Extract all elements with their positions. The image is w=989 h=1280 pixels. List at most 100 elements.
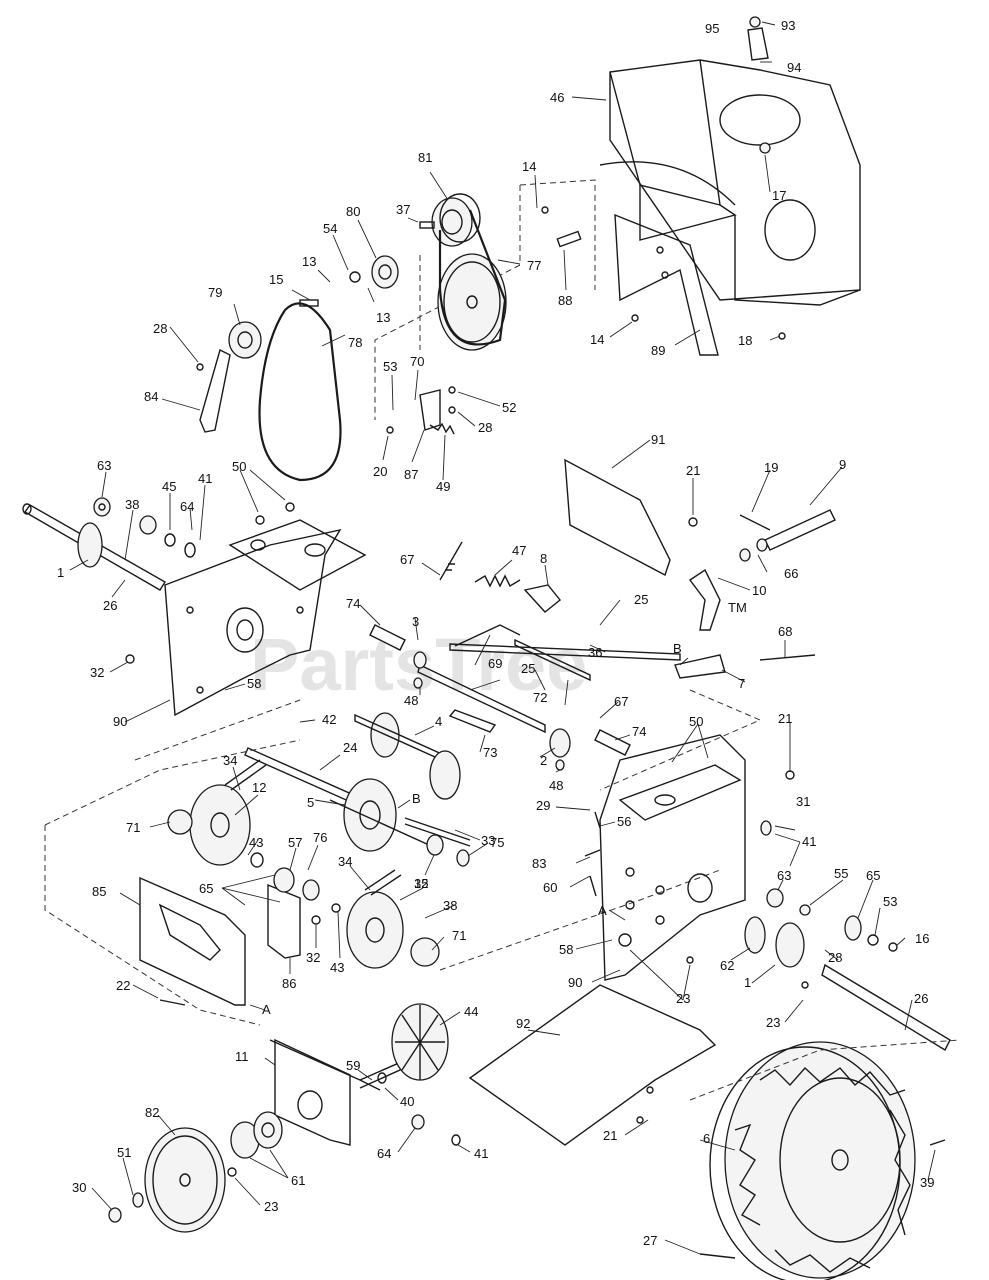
callout-A-left: A <box>262 1002 271 1017</box>
callout-38-lower: 38 <box>443 898 457 913</box>
callout-90-right: 90 <box>568 975 582 990</box>
callout-19: 19 <box>764 460 778 475</box>
wheel-6 <box>709 1041 916 1280</box>
callout-73: 73 <box>483 745 497 760</box>
callout-58-upper: 58 <box>247 676 261 691</box>
watermark-trademark: TM <box>728 600 747 615</box>
callout-81: 81 <box>418 150 432 165</box>
engine-bracket <box>614 213 719 356</box>
callout-23-right: 23 <box>766 1015 780 1030</box>
axle-26-left <box>22 503 166 591</box>
callout-26-right: 26 <box>914 991 928 1006</box>
callout-25-upper: 25 <box>634 592 648 607</box>
callout-32-left: 32 <box>90 665 104 680</box>
callout-9: 9 <box>839 457 846 472</box>
callout-14-lower: 14 <box>590 332 604 347</box>
callout-79: 79 <box>208 285 222 300</box>
callout-A-right: A <box>598 903 607 918</box>
lever-10 <box>688 568 721 631</box>
callout-94: 94 <box>787 60 801 75</box>
bushing-71-lower <box>410 937 440 967</box>
bearing-63-right <box>766 888 784 908</box>
callout-23-middle: 23 <box>676 991 690 1006</box>
sprocket-12-lower <box>346 891 404 969</box>
callout-labels: 93 95 94 46 17 81 14 37 80 54 13 13 15 7… <box>57 18 934 1248</box>
callout-22: 22 <box>116 978 130 993</box>
callout-40: 40 <box>400 1094 414 1109</box>
callout-50-lower: 50 <box>689 714 703 729</box>
bracket-86 <box>267 883 301 959</box>
callout-82: 82 <box>145 1105 159 1120</box>
side-plate-90-right <box>599 734 746 981</box>
callout-77: 77 <box>527 258 541 273</box>
callout-10: 10 <box>752 583 766 598</box>
pin-68 <box>759 654 816 661</box>
callout-1-right: 1 <box>744 975 751 990</box>
callout-80: 80 <box>346 204 360 219</box>
callout-41-upper: 41 <box>198 471 212 486</box>
callout-38-upper: 38 <box>125 497 139 512</box>
spring-67 <box>439 541 463 581</box>
callout-71-lower: 71 <box>452 928 466 943</box>
pin-22 <box>159 999 186 1006</box>
pulley-80 <box>371 255 399 289</box>
callout-36: 36 <box>588 645 602 660</box>
callout-61: 61 <box>291 1173 305 1188</box>
callout-62: 62 <box>720 958 734 973</box>
callout-B-upper: B <box>673 641 682 656</box>
callout-23-lower: 23 <box>264 1199 278 1214</box>
callout-28-middle: 28 <box>478 420 492 435</box>
shaft-74-upper <box>369 624 406 651</box>
spring-83 <box>584 811 601 897</box>
callout-43-lower: 43 <box>330 960 344 975</box>
callout-28-left: 28 <box>153 321 167 336</box>
callout-51: 51 <box>117 1145 131 1160</box>
callout-48-upper: 48 <box>404 693 418 708</box>
bushing-71-upper <box>167 809 193 835</box>
callout-78: 78 <box>348 335 362 350</box>
callout-53-upper: 53 <box>383 359 397 374</box>
callout-90-left: 90 <box>113 714 127 729</box>
callout-12-upper: 12 <box>252 780 266 795</box>
callout-89: 89 <box>651 343 665 358</box>
bracket-85 <box>139 876 246 1006</box>
collar-7 <box>674 654 726 679</box>
callout-13-left: 13 <box>302 254 316 269</box>
callout-50-upper: 50 <box>232 459 246 474</box>
callout-47: 47 <box>512 543 526 558</box>
callout-15: 15 <box>269 272 283 287</box>
callout-20: 20 <box>373 464 387 479</box>
callout-16: 16 <box>915 931 929 946</box>
callout-72: 72 <box>533 690 547 705</box>
callout-45: 45 <box>162 479 176 494</box>
callout-41-lower: 41 <box>474 1146 488 1161</box>
key-73 <box>448 709 497 733</box>
callout-26-left: 26 <box>103 598 117 613</box>
bearing-63-left <box>93 497 111 517</box>
callout-71-upper: 71 <box>126 820 140 835</box>
callout-74-lower: 74 <box>632 724 646 739</box>
leader-lines <box>69 21 936 1255</box>
gear-4 <box>354 712 461 800</box>
callout-69: 69 <box>488 656 502 671</box>
pin-27 <box>699 1253 736 1259</box>
callout-29: 29 <box>536 798 550 813</box>
callout-65-left: 65 <box>199 881 213 896</box>
callout-60: 60 <box>543 880 557 895</box>
pin-19 <box>739 514 771 531</box>
callout-2: 2 <box>540 753 547 768</box>
callout-7: 7 <box>738 676 745 691</box>
top-plate <box>228 519 367 591</box>
spring-47 <box>474 574 521 588</box>
pin-39 <box>929 1139 946 1146</box>
callout-49: 49 <box>436 479 450 494</box>
callout-67-upper: 67 <box>400 552 414 567</box>
hub-1-left <box>77 522 103 568</box>
belt-78 <box>258 302 342 482</box>
link-69 <box>454 624 521 647</box>
callout-83: 83 <box>532 856 546 871</box>
large-drive-pulley <box>437 253 507 351</box>
callout-63-left: 63 <box>97 458 111 473</box>
callout-14-upper: 14 <box>522 159 536 174</box>
